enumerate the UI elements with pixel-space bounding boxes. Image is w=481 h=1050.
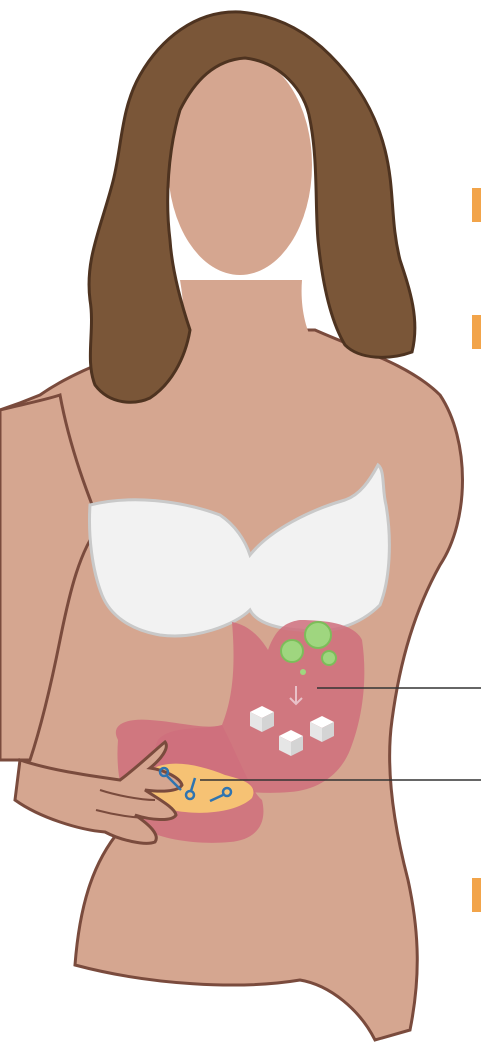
marker-lower [472, 878, 481, 912]
bubble-icon [322, 651, 336, 665]
bubble-icon [300, 669, 306, 675]
neck [175, 280, 315, 345]
bubble-icon [305, 622, 331, 648]
marker-middle [472, 315, 481, 349]
bubble-icon [281, 640, 303, 662]
marker-upper [472, 188, 481, 222]
